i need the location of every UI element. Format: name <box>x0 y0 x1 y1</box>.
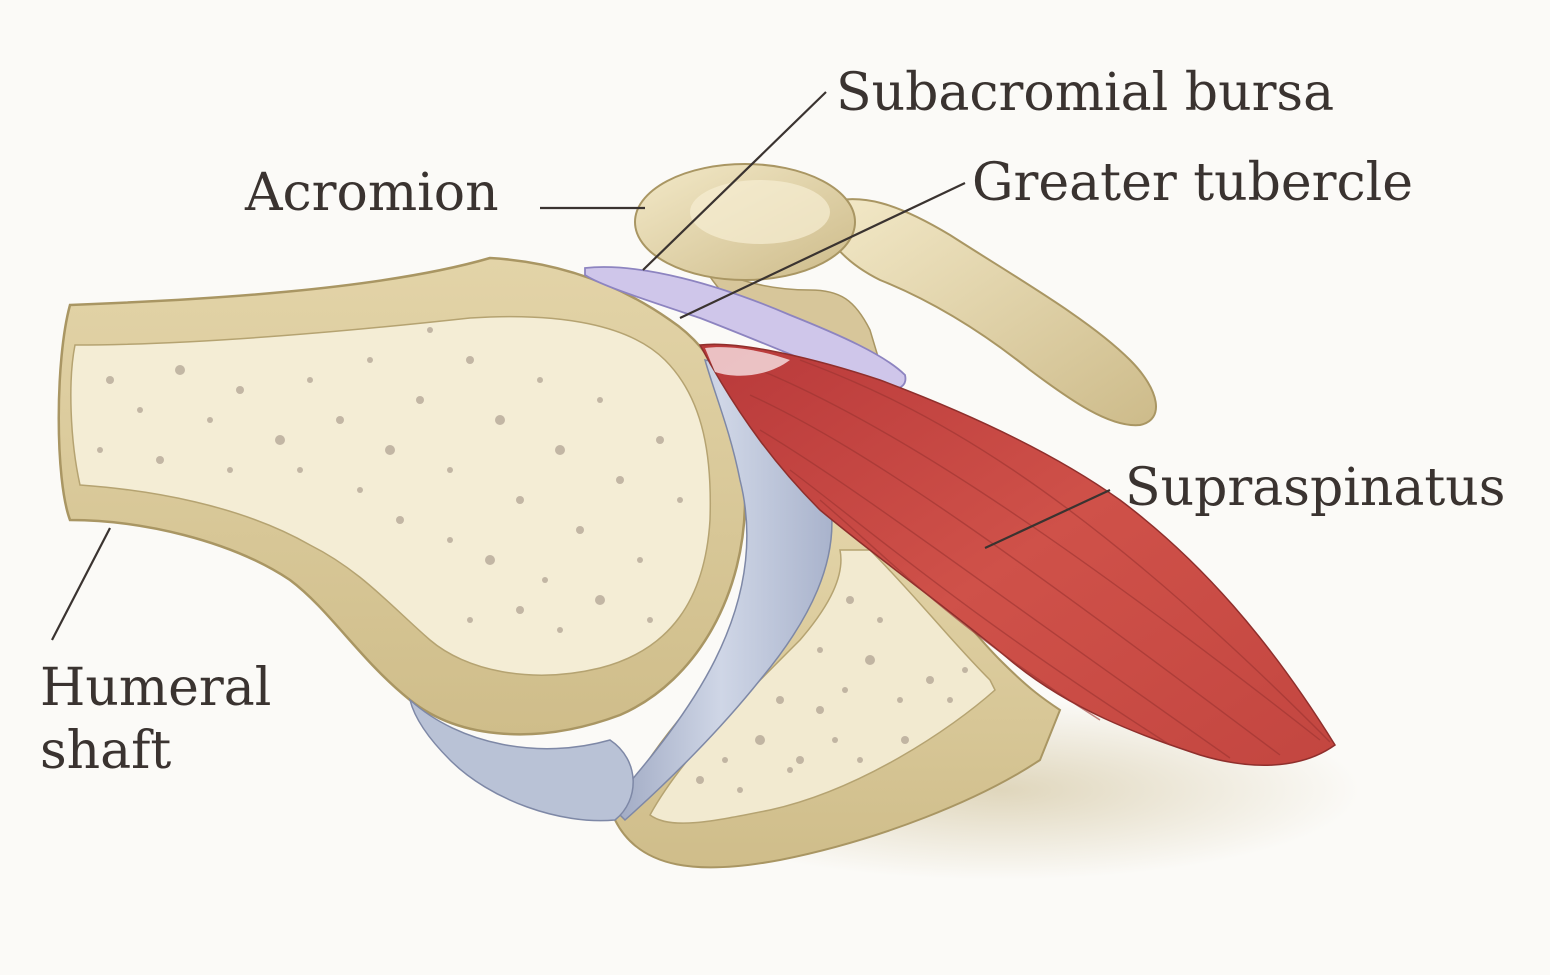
supraspinatus-muscle <box>698 343 1337 766</box>
humerus-pores <box>97 327 683 633</box>
subacromial-bursa-label: Subacromial bursa <box>836 63 1334 123</box>
humerus-bone <box>57 256 747 736</box>
humeral-shaft-label-line1: Humeral <box>40 658 271 718</box>
greater-tubercle-leader <box>679 182 966 319</box>
greater-tubercle-label: Greater tubercle <box>972 153 1413 213</box>
humeral-shaft-leader <box>51 527 111 641</box>
acromion-label: Acromion <box>244 163 499 223</box>
glenoid-pores <box>696 596 968 793</box>
supraspinatus-label: Supraspinatus <box>1125 458 1505 518</box>
supraspinatus-leader <box>984 489 1111 549</box>
subacromial-bursa-leader <box>642 91 827 271</box>
humeral-shaft-label-line2: shaft <box>40 721 171 781</box>
